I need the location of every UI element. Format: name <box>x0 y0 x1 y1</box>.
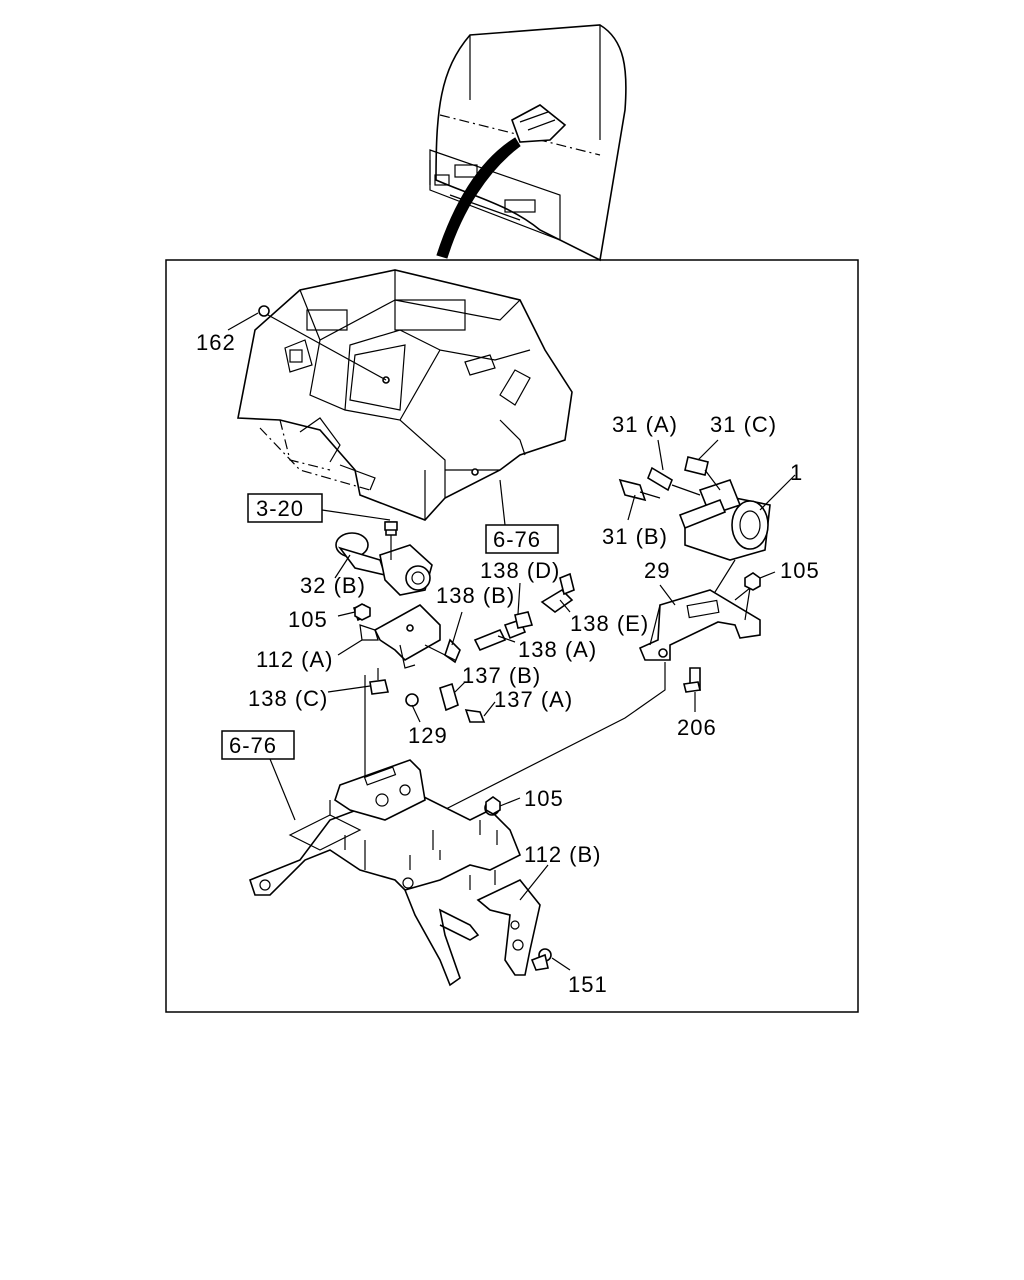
callout-1: 1 <box>790 460 803 485</box>
valve-32b-group <box>335 521 441 707</box>
ref-box-6-76-left <box>221 730 295 760</box>
callout-105-mid: 105 <box>524 786 564 811</box>
fittings-group <box>364 572 575 840</box>
bolt-3-20 <box>384 521 398 531</box>
diagram-frame <box>165 259 859 1013</box>
callout-138e: 138 (E) <box>570 611 649 636</box>
callout-138b: 138 (B) <box>436 583 515 608</box>
bracket-29 <box>439 586 761 813</box>
callout-105-right: 105 <box>780 558 820 583</box>
callout-29: 29 <box>644 558 670 583</box>
callout-162: 162 <box>196 330 236 355</box>
callout-112b: 112 (B) <box>524 842 602 867</box>
callout-138a: 138 (A) <box>518 637 597 662</box>
callout-32b: 32 (B) <box>300 573 366 598</box>
callout-31b: 31 (B) <box>602 524 668 549</box>
callout-105-left: 105 <box>288 607 328 632</box>
callout-129: 129 <box>408 723 448 748</box>
mounting-frame-illustration <box>249 759 552 987</box>
callout-31a: 31 (A) <box>612 412 678 437</box>
callout-137a: 137 (A) <box>494 687 573 712</box>
cab-overview-illustration <box>429 24 627 262</box>
bolt-206 <box>683 667 701 693</box>
callout-206: 206 <box>677 715 717 740</box>
console-cover-illustration <box>237 269 573 521</box>
callout-112a: 112 (A) <box>256 647 334 672</box>
bolt-162-head <box>258 305 270 317</box>
callout-138d: 138 (D) <box>480 558 560 583</box>
nut-105-right <box>744 572 761 591</box>
callout-31c: 31 (C) <box>710 412 777 437</box>
callout-138c: 138 (C) <box>248 686 328 711</box>
nut-105-left <box>354 603 371 621</box>
ref-box-3-20 <box>247 493 323 523</box>
callout-151: 151 <box>568 972 608 997</box>
leader-lines <box>227 312 796 971</box>
callout-137b: 137 (B) <box>462 663 541 688</box>
ref-box-6-76-top <box>485 524 559 554</box>
callout-6-76-left: 6-76 <box>229 733 277 758</box>
nut-105-mid <box>485 796 501 815</box>
callout-6-76-top: 6-76 <box>493 527 541 552</box>
callout-3-20: 3-20 <box>256 496 304 521</box>
valve-assembly-right <box>618 456 771 613</box>
